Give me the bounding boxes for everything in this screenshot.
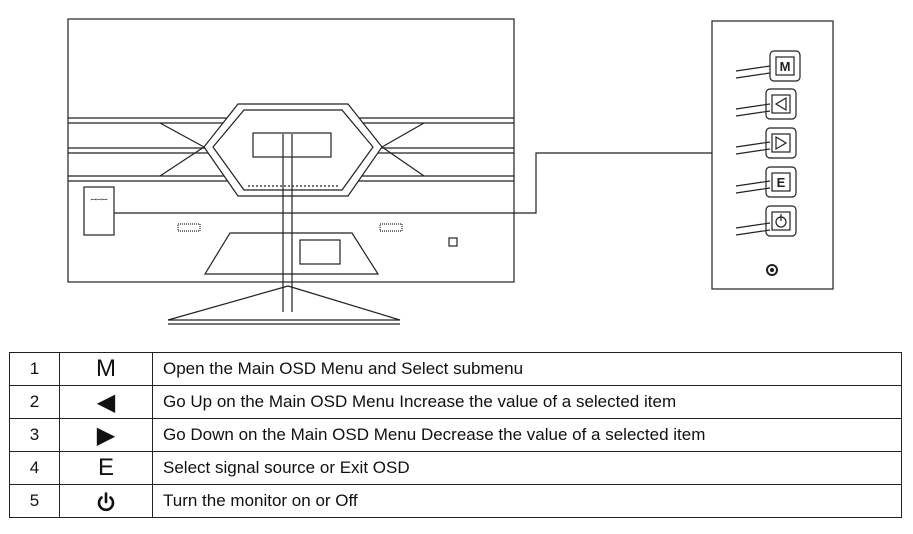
row-number: 5 [9,484,60,518]
panel-key-left [735,88,797,120]
table-row: 4 E Select signal source or Exit OSD [9,451,902,485]
monitor-rear-diagram: ꟷꟷꟷ M [67,18,834,325]
power-icon-cell [59,484,153,518]
svg-text:M: M [780,59,791,74]
monitor-stand [167,134,401,325]
svg-text:ꟷꟷꟷ: ꟷꟷꟷ [90,197,107,204]
monitor-back: ꟷꟷꟷ [67,18,515,283]
row-description: Select signal source or Exit OSD [152,451,902,485]
exit-key-icon: E [59,451,153,485]
left-triangle-icon: ◀ [59,385,153,419]
row-description: Turn the monitor on or Off [152,484,902,518]
row-number: 3 [9,418,60,452]
power-icon [97,491,115,511]
control-panel-zoom: M E [711,20,834,290]
row-number: 1 [9,352,60,386]
menu-key-icon: M [59,352,153,386]
power-led-icon [766,264,778,276]
panel-key-e: E [735,166,797,198]
row-number: 2 [9,385,60,419]
table-row: 2 ◀ Go Up on the Main OSD Menu Increase … [9,385,902,419]
row-description: Go Down on the Main OSD Menu Decrease th… [152,418,902,452]
row-description: Open the Main OSD Menu and Select submen… [152,352,902,386]
panel-key-right [735,127,797,159]
row-description: Go Up on the Main OSD Menu Increase the … [152,385,902,419]
table-row: 5 Turn the monitor on or Off [9,484,902,518]
panel-key-m: M [735,50,801,82]
table-row: 1 M Open the Main OSD Menu and Select su… [9,352,902,386]
button-function-table: 1 M Open the Main OSD Menu and Select su… [9,352,902,518]
table-row: 3 ▶ Go Down on the Main OSD Menu Decreas… [9,418,902,452]
svg-text:E: E [777,175,786,190]
right-triangle-icon: ▶ [59,418,153,452]
panel-key-power [735,205,797,237]
row-number: 4 [9,451,60,485]
callout-line [114,152,712,214]
